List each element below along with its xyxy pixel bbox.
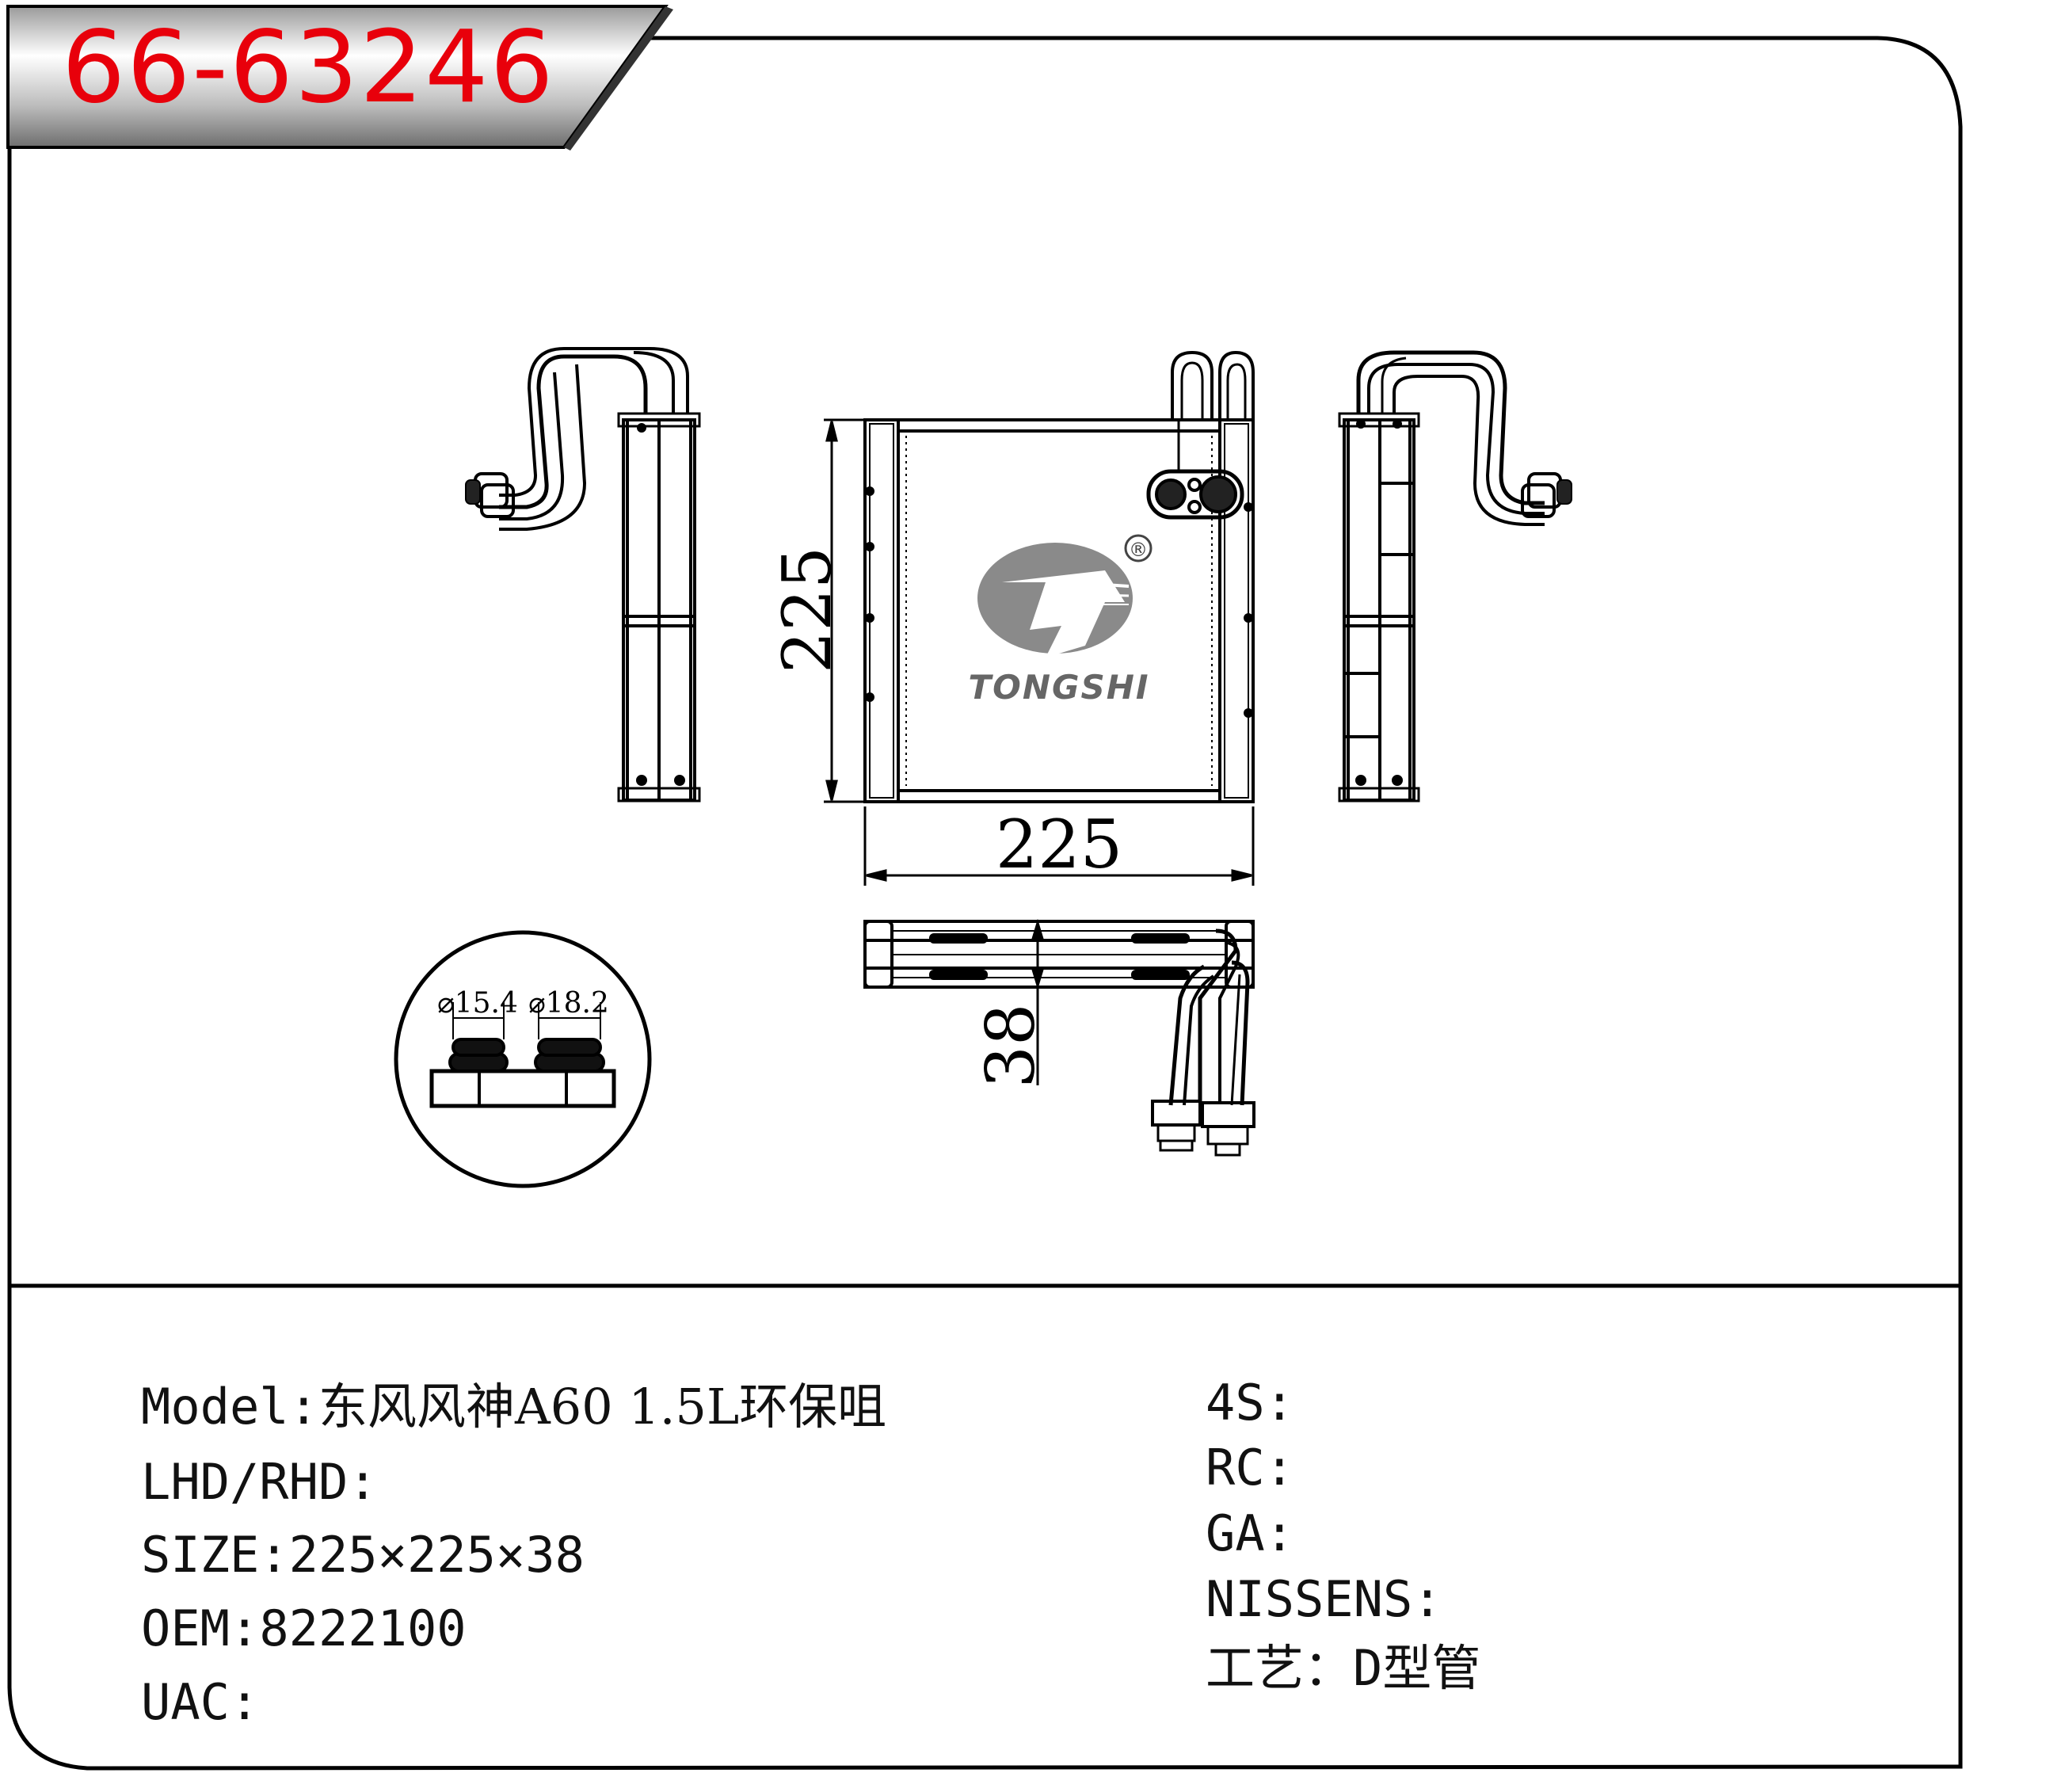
- spec-4s: 4S:: [1206, 1374, 1294, 1432]
- width-dimension: [863, 806, 1255, 886]
- spec-process: 工艺：D型管: [1206, 1639, 1481, 1697]
- spec-model: Model:东风风神A60 1.5L环保咀: [141, 1378, 887, 1436]
- height-dimension: [824, 418, 865, 803]
- spec-ga: GA:: [1206, 1504, 1294, 1562]
- spec-uac: UAC:: [141, 1673, 260, 1731]
- brand-logo: ® TONGSHI: [968, 534, 1153, 707]
- side-view-left: [465, 347, 701, 803]
- part-number: 66-63246: [62, 9, 555, 125]
- depth-dimension-label: 38: [972, 1004, 1050, 1089]
- spec-size: SIZE:225×225×38: [141, 1526, 585, 1584]
- spec-nissens: NISSENS:: [1206, 1570, 1442, 1628]
- title-tab: [6, 5, 673, 151]
- front-view: [863, 350, 1255, 803]
- spec-oem: OEM:8222100: [141, 1599, 467, 1657]
- brand-name: TONGSHI: [968, 668, 1149, 707]
- port-small-label: ⌀15.4: [437, 987, 518, 1020]
- port-large-label: ⌀18.2: [528, 987, 609, 1020]
- top-view: [863, 920, 1255, 1157]
- height-dimension-label: 225: [768, 547, 846, 673]
- outer-frame: [7, 36, 1963, 1771]
- depth-dimension: [1031, 918, 1045, 1085]
- registered-mark: ®: [1129, 539, 1148, 561]
- spec-rc: RC:: [1206, 1439, 1294, 1497]
- width-dimension-label: 225: [996, 806, 1122, 883]
- spec-lhd-rhd: LHD/RHD:: [141, 1453, 378, 1511]
- port-detail: [394, 930, 652, 1188]
- side-view-right: [1338, 350, 1572, 803]
